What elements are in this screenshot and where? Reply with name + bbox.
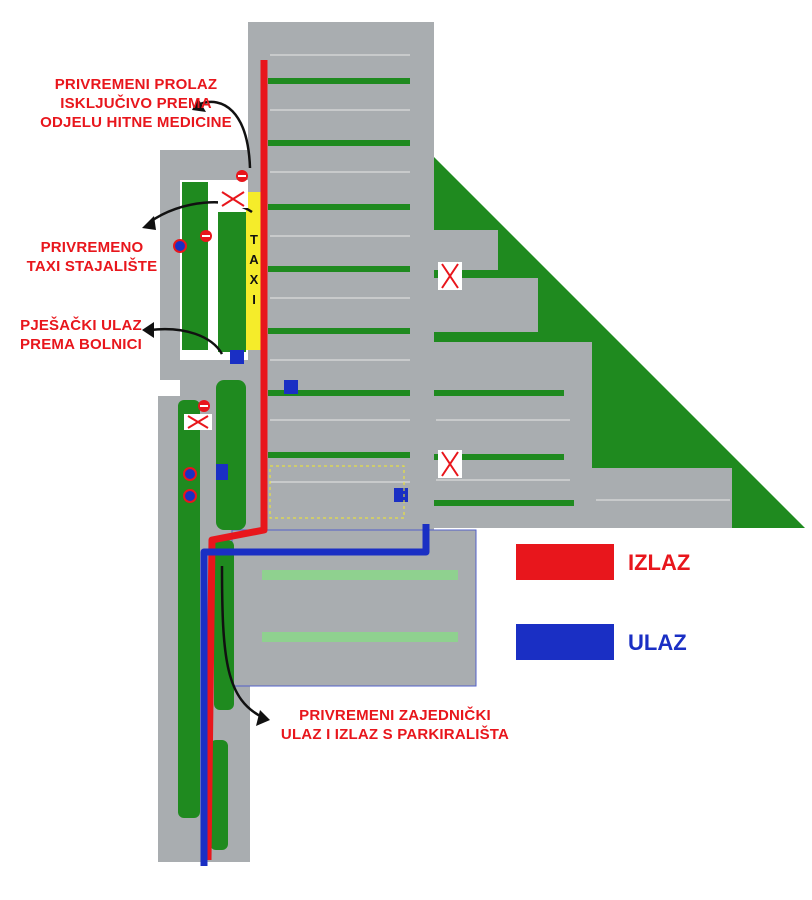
asphalt-access-top — [160, 150, 250, 180]
asphalt-east-lot-4 — [592, 468, 732, 528]
annotation-line: PJEŠAČKI ULAZ — [20, 317, 142, 334]
grass-strip-left-4 — [216, 380, 246, 530]
annotation-line: PREMA BOLNICI — [19, 336, 143, 353]
arrowhead-shared — [256, 710, 270, 726]
no-parking-sign-icon — [173, 239, 197, 503]
annotation-line: TAXI STAJALIŠTE — [26, 258, 158, 275]
asphalt-lower-lot — [231, 529, 477, 687]
legend-exit-swatch — [516, 544, 614, 580]
taxi-letter: I — [252, 292, 256, 307]
annotation-emergency-passage: PRIVREMENI PROLAZ ISKLJUČIVO PREMA ODJEL… — [36, 75, 236, 132]
lower-row-1 — [262, 570, 458, 580]
disabled-parking-icon — [269, 465, 405, 519]
grass-strip-left-3 — [178, 400, 200, 818]
arrowhead-pedestrian — [142, 322, 154, 338]
annotation-line: ULAZ I IZLAZ S PARKIRALIŠTA — [280, 726, 510, 743]
legend-entry-swatch — [516, 624, 614, 660]
arrow-emergency — [199, 100, 252, 169]
arrowhead-taxi — [142, 216, 156, 230]
annotation-shared-entry-exit: PRIVREMENI ZAJEDNIČKI ULAZ I IZLAZ S PAR… — [270, 706, 520, 744]
entry-route — [200, 524, 430, 866]
taxi-letter: A — [249, 252, 259, 267]
parking-rows — [268, 78, 574, 506]
annotation-taxi-stand: PRIVREMENO TAXI STAJALIŠTE — [22, 238, 162, 276]
taxi-zone — [246, 192, 262, 350]
asphalt-main-lot — [248, 22, 434, 530]
exit-route — [204, 60, 268, 861]
taxi-letter: T — [250, 232, 258, 247]
no-entry-sign-icon — [198, 170, 248, 412]
annotation-line: PRIVREMENI ZAJEDNIČKI — [299, 707, 491, 724]
annotation-line: ODJELU HITNE MEDICINE — [40, 114, 232, 131]
annotation-line: PRIVREMENI PROLAZ — [54, 76, 218, 93]
blocked-x-icon — [184, 190, 462, 478]
grass-strip-left-2 — [218, 212, 246, 352]
taxi-letter: X — [249, 272, 259, 287]
annotation-line: ISKLJUČIVO PREMA — [60, 95, 212, 112]
arrow-pedestrian — [149, 327, 224, 355]
arrowhead-emergency — [192, 98, 206, 112]
arrow-shared — [220, 565, 265, 720]
annotation-pedestrian-entrance: PJEŠAČKI ULAZ PREMA BOLNICI — [8, 316, 154, 354]
lower-row-2 — [262, 632, 458, 642]
parking-sign-icon — [216, 380, 408, 502]
annotation-line: PRIVREMENO — [40, 239, 144, 256]
legend-exit-label: IZLAZ — [628, 550, 691, 575]
legend-entry-label: ULAZ — [628, 630, 687, 655]
asphalt-east-lot-3 — [432, 342, 592, 528]
grass-strip-left-1 — [182, 182, 208, 350]
stall-lines — [270, 54, 730, 501]
grass-strip-left-6 — [210, 740, 228, 850]
crosswalk-sign-icon — [230, 350, 244, 364]
